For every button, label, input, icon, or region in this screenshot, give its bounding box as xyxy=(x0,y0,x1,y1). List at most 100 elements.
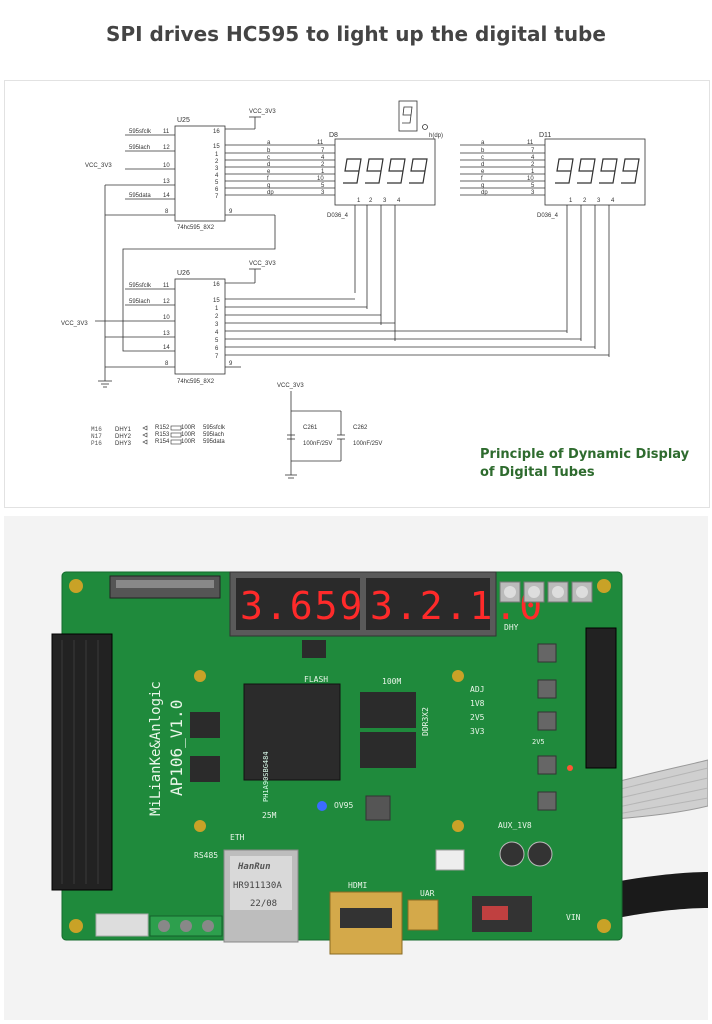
d11-seg-a: a xyxy=(481,140,485,146)
fpga-res-2: R154 xyxy=(155,439,170,445)
caps-vcc: VCC_3V3 xyxy=(277,383,304,389)
u25-vcc: VCC_3V3 xyxy=(249,109,276,115)
silk-aux1v8: AUX_1V8 xyxy=(498,821,532,830)
d8-pin-2: 4 xyxy=(321,155,325,161)
silk-ddr: DDR3X2 xyxy=(421,707,430,736)
u25-rpin-5: 4 xyxy=(215,173,219,179)
fpga-net-1: DHY2 xyxy=(115,434,132,440)
silk-uar: UAR xyxy=(420,889,435,898)
d11-pin-3: 2 xyxy=(531,162,535,168)
schematic-diagram: U25 74hc595_8X2 VCC_3V3 595sfclk 595lach… xyxy=(61,100,646,479)
d11-pin-2: 4 xyxy=(531,155,535,161)
u25-pin-8: 8 xyxy=(165,209,169,215)
d11-com-2: 2 xyxy=(583,198,587,204)
d11-pin-4: 1 xyxy=(531,169,535,175)
silk-dhy: DHY xyxy=(504,623,519,632)
silk-adj: ADJ xyxy=(470,685,484,694)
silk-25m: 25M xyxy=(262,811,277,820)
d11-seg-f: f xyxy=(481,176,483,182)
d11-seg-e: e xyxy=(481,169,485,175)
principle-caption: Principle of Dynamic Display of Digital … xyxy=(480,446,690,482)
fpga-marking: PH1A90SBG484 xyxy=(262,751,270,802)
u26-rpin-1: 15 xyxy=(213,298,220,304)
u25-seg-dp: dp xyxy=(267,190,274,196)
u26-rpin-4: 3 xyxy=(215,322,219,328)
power-led xyxy=(317,801,327,811)
silk-rs485: RS485 xyxy=(194,851,218,860)
u25-seg-nets: a b c d e f g dp xyxy=(267,140,274,196)
fpga-board-illustration: 3.659 3.2.1.0 PH1A90SBG484 xyxy=(51,571,708,955)
d8-pin-1: 7 xyxy=(321,148,325,154)
u25-net-2: VCC_3V3 xyxy=(85,163,112,169)
jack-date: 22/08 xyxy=(250,899,277,909)
silk-2v5: 2V5 xyxy=(470,713,485,722)
u26-pin-10: 10 xyxy=(163,315,170,321)
d8-ref: D8 xyxy=(329,132,338,139)
dip-switch xyxy=(95,913,149,937)
d11-seg-nets: a b c d e f g dp 11 7 4 2 1 10 5 3 1 2 3… xyxy=(481,140,615,204)
decoupling-caps xyxy=(285,391,345,479)
silk-2v5-b: 2V5 xyxy=(532,738,545,746)
d11-pin-0: 11 xyxy=(527,140,534,146)
fpga-resistors xyxy=(142,425,182,445)
silk-hdmi: HDMI xyxy=(348,881,367,890)
d11-seg-c: c xyxy=(481,155,484,161)
d8-pin-5: 10 xyxy=(317,176,324,182)
ddr-chip-1 xyxy=(360,692,416,728)
cap-c261-ref: C261 xyxy=(303,425,318,431)
u25-rpin-6: 5 xyxy=(215,180,219,186)
d8-pin-6: 5 xyxy=(321,183,325,189)
d11-part: D036_4 xyxy=(537,213,559,219)
u25-seg-g: g xyxy=(267,183,270,189)
fpga-res-1: R153 xyxy=(155,432,170,438)
u26-left-labels: 595sfclk 595lach VCC_3V3 11 12 10 13 14 … xyxy=(61,283,170,367)
u26-part: 74hc595_8X2 xyxy=(177,379,215,385)
cap-c262-ref: C262 xyxy=(353,425,368,431)
u25-rpin-0: 16 xyxy=(213,129,220,135)
u26-net-0: 595sfclk xyxy=(129,283,152,289)
silk-1v8: 1V8 xyxy=(470,699,485,708)
display-left-digits: 3.659 xyxy=(240,584,364,628)
d11-digits xyxy=(555,158,640,184)
power-cable xyxy=(604,872,708,920)
silk-ov95: OV95 xyxy=(334,801,353,810)
d11-pin-5: 10 xyxy=(527,176,534,182)
fpga-chip xyxy=(243,683,341,781)
u25-seg-e: e xyxy=(267,169,271,175)
u26-rpin-6: 5 xyxy=(215,338,219,344)
u25-rpin-2: 1 xyxy=(215,152,219,158)
u26-net-1: 595lach xyxy=(129,299,150,305)
principle-line-1: Principle of Dynamic Display xyxy=(480,447,690,462)
fpga-res-0: R152 xyxy=(155,425,170,431)
cap-c262-val: 100nF/25V xyxy=(353,441,382,447)
u25-seg-d: d xyxy=(267,162,270,168)
pin-header-right xyxy=(585,627,617,769)
u25-rpin-4: 3 xyxy=(215,166,219,172)
fpga-val-0: 100R xyxy=(181,425,196,431)
silk-board-name: AP106_V1.0 xyxy=(167,700,186,796)
u26-rpin-2: 1 xyxy=(215,306,219,312)
u25-rpin-7: 6 xyxy=(215,187,219,193)
page-title: SPI drives HC595 to light up the digital… xyxy=(106,22,606,46)
fpga-sig-1: 595lach xyxy=(203,432,224,438)
u26-pin-12: 12 xyxy=(163,299,170,305)
silk-flash: FLASH xyxy=(304,675,328,684)
d8-com-3: 3 xyxy=(383,198,387,204)
u25-ref: U25 xyxy=(177,117,190,124)
u26-rpin-3: 2 xyxy=(215,314,219,320)
u25-net-0: 595sfclk xyxy=(129,129,152,135)
d8-pin-0: 11 xyxy=(317,140,324,146)
d11-com-3: 3 xyxy=(597,198,601,204)
u25-pin-11: 11 xyxy=(163,129,170,135)
u25-pin-10: 10 xyxy=(163,163,170,169)
u25-right-pins: 16 15 1 2 3 4 5 6 7 9 xyxy=(213,129,233,215)
board-photo: 3.659 3.2.1.0 PH1A90SBG484 xyxy=(4,516,708,1020)
u26-vcc: VCC_3V3 xyxy=(249,261,276,267)
d8-com-2: 2 xyxy=(369,198,373,204)
d11-ref: D11 xyxy=(539,132,551,139)
schematic-panel: U25 74hc595_8X2 VCC_3V3 595sfclk 595lach… xyxy=(4,80,710,508)
d8-com-4: 4 xyxy=(397,198,401,204)
dp-pin-label: h(dp) xyxy=(429,133,443,139)
fpga-ball-2: P16 xyxy=(91,440,102,447)
fpga-ball-1: N17 xyxy=(91,433,102,440)
